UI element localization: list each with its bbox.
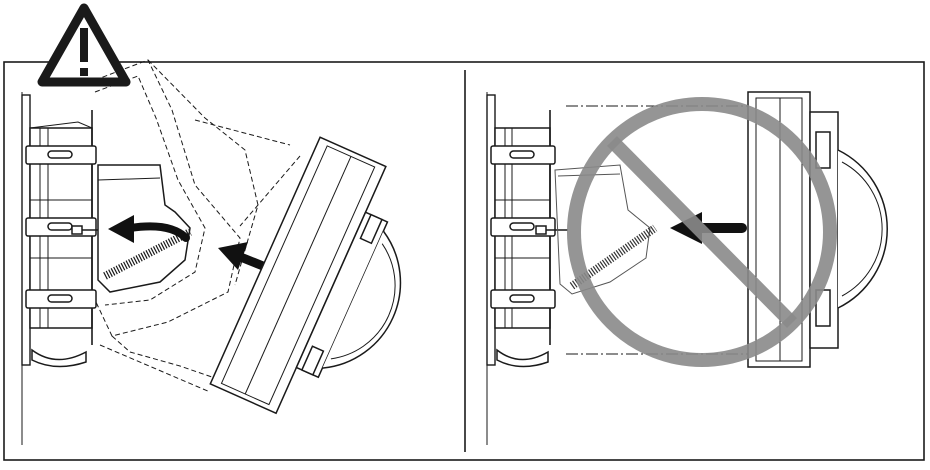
camera-housing-tilted: [209, 136, 402, 415]
left-panel: [21, 59, 402, 445]
prohibited-circle-icon: [567, 97, 837, 367]
wall-mount-bracket: [25, 110, 110, 368]
warning-triangle-icon: [37, 3, 131, 87]
wall-mount-bracket: [490, 110, 568, 368]
curved-arrow-icon: [108, 215, 190, 243]
camera-housing-upright: [747, 91, 888, 368]
figure-frame: [3, 61, 925, 461]
right-panel: [486, 91, 888, 445]
arrow-icon: [218, 242, 273, 273]
